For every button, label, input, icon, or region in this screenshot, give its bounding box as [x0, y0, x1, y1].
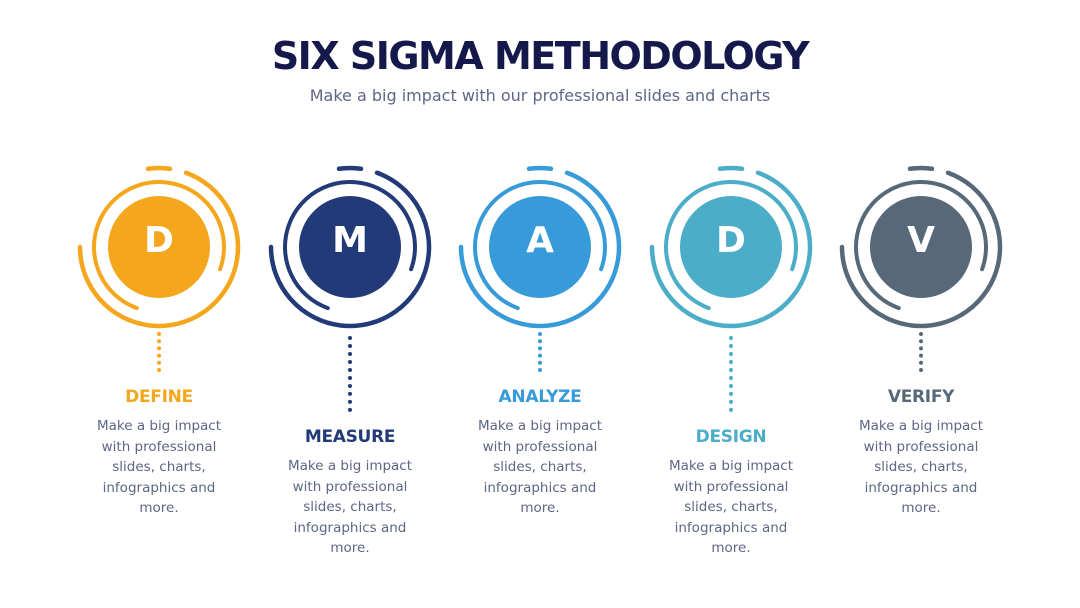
ring-arc — [92, 180, 226, 311]
ring-arc — [458, 170, 622, 329]
ring-arc — [336, 165, 364, 172]
page-subtitle: Make a big impact with our professional … — [309, 86, 771, 105]
step-description: Make a big impact with professional slid… — [477, 418, 603, 516]
step-name: MEASURE — [304, 427, 396, 447]
step-verify: V VERIFY Make a big impact with professi… — [826, 0, 1016, 608]
ring-icon — [77, 165, 241, 329]
ring-icon — [458, 165, 622, 329]
ring-arc — [77, 170, 241, 329]
connector-line — [729, 336, 733, 412]
step-name: VERIFY — [887, 387, 955, 407]
step-define: D DEFINE Make a big impact with professi… — [64, 0, 254, 608]
connector-line — [157, 332, 161, 372]
ring-icon — [268, 165, 432, 329]
connector-line — [919, 332, 923, 372]
letter-circle — [870, 196, 972, 298]
ring-arc — [664, 180, 798, 311]
ring-arc — [907, 165, 935, 172]
step-analyze: A ANALYZE Make a big impact with profess… — [445, 0, 635, 608]
step-letter: D — [716, 220, 746, 261]
step-letter: D — [144, 220, 174, 261]
ring-arc — [854, 180, 988, 311]
step-letter: M — [332, 220, 368, 261]
ring-arc — [268, 170, 432, 329]
ring-arc — [145, 165, 173, 172]
step-name: DEFINE — [125, 387, 193, 407]
step-design: D DESIGN Make a big impact with professi… — [636, 0, 826, 608]
letter-circle — [299, 196, 401, 298]
letter-circle — [108, 196, 210, 298]
step-letter: V — [907, 220, 935, 261]
ring-arc — [526, 165, 554, 172]
connector-line — [348, 336, 352, 412]
step-description: Make a big impact with professional slid… — [668, 458, 794, 556]
letter-circle — [489, 196, 591, 298]
ring-arc — [283, 180, 417, 311]
ring-arc — [717, 165, 745, 172]
step-name: ANALYZE — [498, 387, 582, 407]
ring-icon — [649, 165, 813, 329]
connector-line — [538, 332, 542, 372]
ring-arc — [473, 180, 607, 311]
letter-circle — [680, 196, 782, 298]
ring-arc — [649, 170, 813, 329]
step-description: Make a big impact with professional slid… — [287, 458, 413, 556]
step-description: Make a big impact with professional slid… — [96, 418, 222, 516]
step-letter: A — [526, 220, 554, 261]
ring-arc — [839, 170, 1003, 329]
step-measure: M MEASURE Make a big impact with profess… — [255, 0, 445, 608]
page-title: SIX SIGMA METHODOLOGY — [271, 34, 810, 78]
step-name: DESIGN — [695, 427, 767, 447]
ring-icon — [839, 165, 1003, 329]
step-description: Make a big impact with professional slid… — [858, 418, 984, 516]
